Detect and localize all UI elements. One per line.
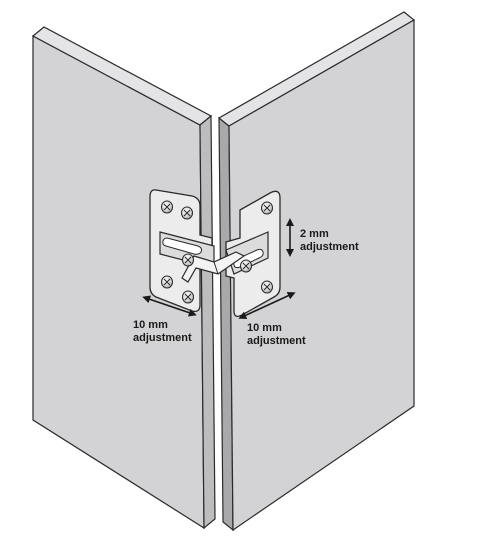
phillips-screw-icon <box>261 201 273 215</box>
phillips-screw-icon <box>240 259 252 273</box>
phillips-screw-icon <box>182 253 194 267</box>
phillips-screw-icon <box>261 280 273 294</box>
hinge-arm-bend <box>213 261 219 275</box>
left-panel-side-edge <box>199 114 216 530</box>
vertical-adjustment-text: adjustment <box>300 241 359 253</box>
right-adjustment-label: 10 mm adjustment <box>247 322 306 348</box>
right-door-panel <box>217 11 416 532</box>
right-adjustment-text: adjustment <box>247 335 306 347</box>
vertical-adjustment-value: 2 mm <box>300 228 329 240</box>
vertical-adjustment-label: 2 mm adjustment <box>300 228 359 254</box>
right-panel-face <box>228 18 415 532</box>
left-door-panel <box>31 26 216 530</box>
left-adjustment-label: 10 mm adjustment <box>133 319 192 345</box>
phillips-screw-icon <box>161 275 173 289</box>
hinge <box>149 189 281 317</box>
phillips-screw-icon <box>161 200 173 214</box>
hinge-left-slot <box>162 237 203 255</box>
double-arrow-diagonal-icon <box>238 292 296 319</box>
left-adjustment-text: adjustment <box>133 332 192 344</box>
phillips-screw-icon <box>182 290 194 304</box>
right-adjustment-value: 10 mm <box>247 322 282 334</box>
phillips-screw-icon <box>181 206 193 220</box>
left-adjustment-value: 10 mm <box>133 319 168 331</box>
double-arrow-diagonal-icon <box>142 295 197 317</box>
